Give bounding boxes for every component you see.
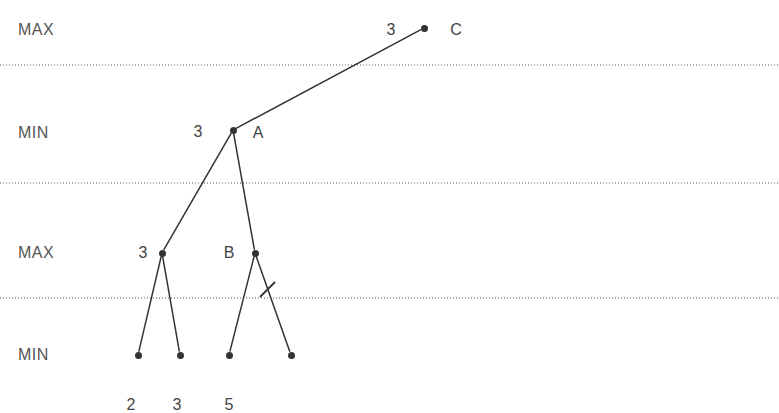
level-divider — [0, 183, 779, 184]
node-value: 3 — [194, 124, 203, 140]
node-value: 5 — [225, 397, 234, 413]
node-value: 3 — [387, 22, 396, 38]
tree-node: B — [252, 250, 259, 257]
tree-node: 3C — [421, 25, 428, 32]
node-label: A — [253, 125, 264, 141]
tree-node — [288, 352, 295, 359]
level-label: MIN — [18, 125, 49, 141]
level-label: MIN — [18, 347, 49, 363]
tree-edge — [234, 133, 255, 249]
level-label: MAX — [18, 22, 54, 38]
tree-node: 3 — [159, 250, 166, 257]
level-divider — [0, 65, 779, 66]
tree-edge — [139, 256, 161, 351]
node-value: 2 — [127, 397, 136, 413]
tree-node: 3A — [230, 127, 237, 134]
tree-edge — [230, 256, 254, 351]
node-value: 3 — [173, 397, 182, 413]
tree-node: 5 — [226, 352, 233, 359]
tree-edge — [163, 256, 180, 351]
level-label: MAX — [18, 245, 54, 261]
level-divider — [0, 298, 779, 299]
tree-edge — [256, 256, 290, 351]
tree-edge — [236, 30, 421, 129]
node-label: C — [450, 22, 462, 38]
node-value: 3 — [139, 245, 148, 261]
tree-node: 2 — [135, 352, 142, 359]
node-value: B — [224, 245, 235, 261]
tree-node: 3 — [177, 352, 184, 359]
tree-edge — [164, 133, 232, 250]
